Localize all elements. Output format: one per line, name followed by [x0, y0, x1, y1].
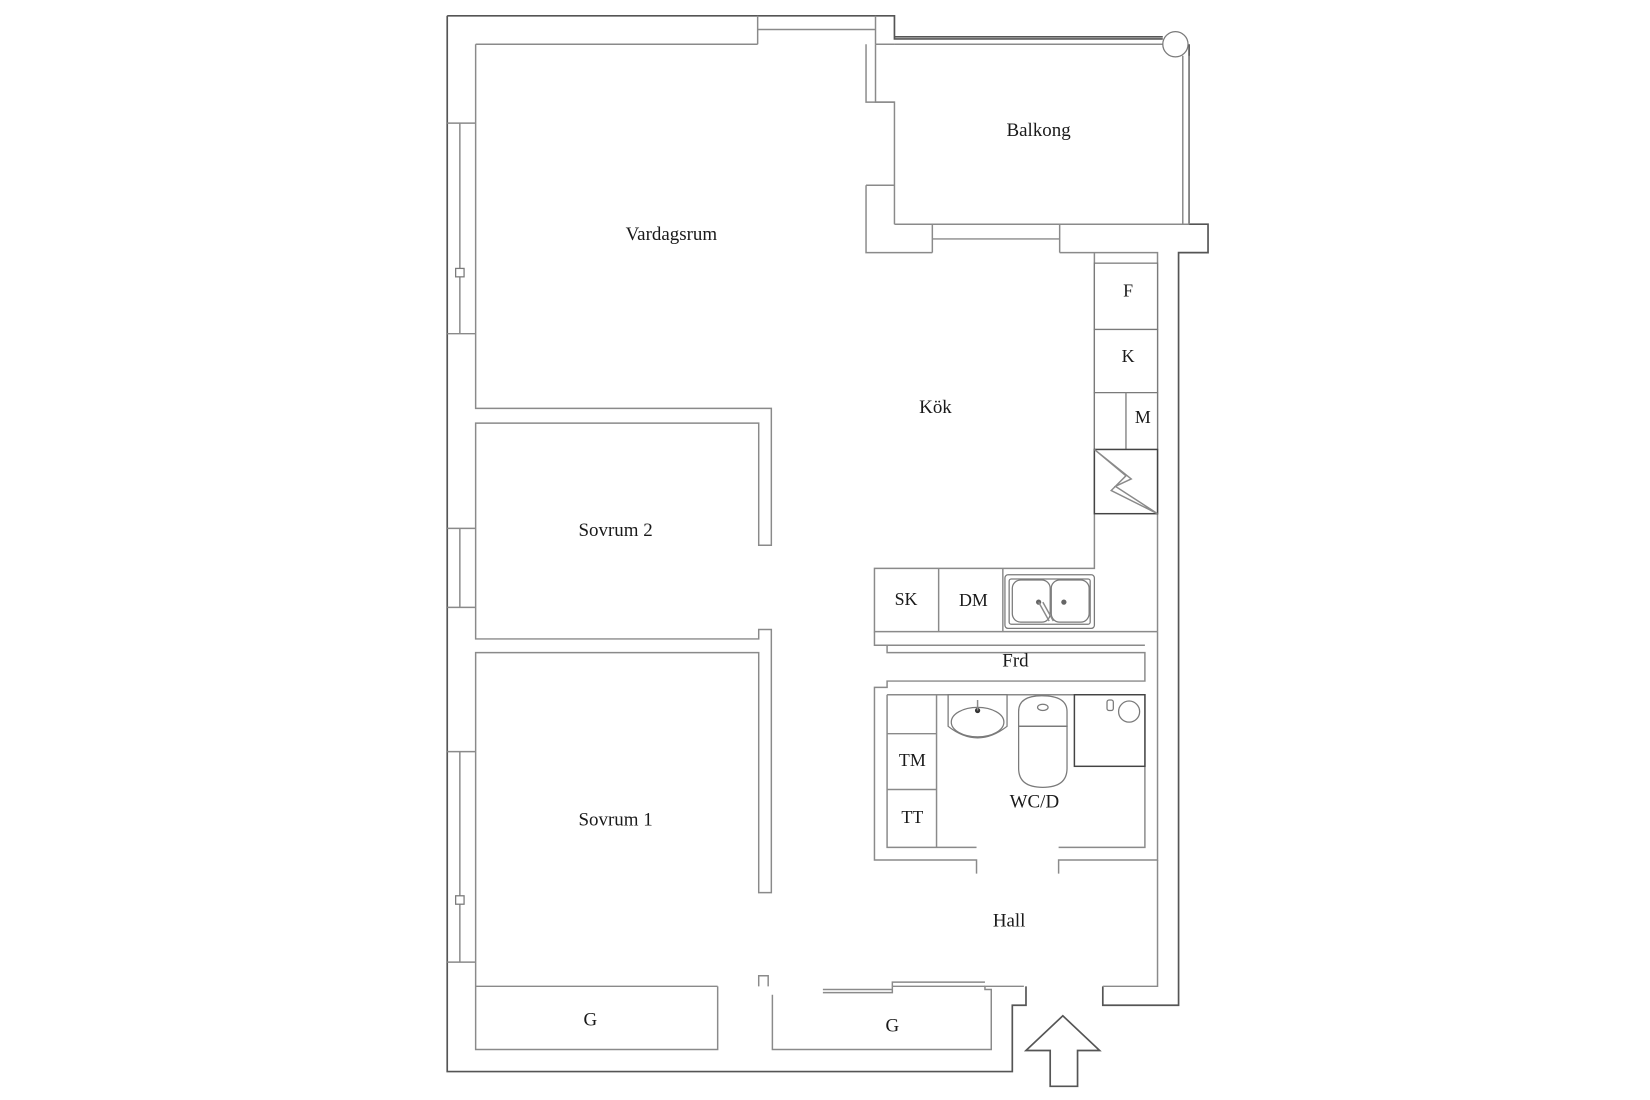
fixture-label-washer: TM — [899, 750, 926, 770]
hall-wardrobe — [822, 981, 985, 994]
balcony-railing — [894, 30, 1190, 225]
fixture-label-dryer: TT — [901, 807, 923, 827]
fixture-label-fridge: F — [1123, 281, 1133, 301]
room-label-sovrum1: Sovrum 1 — [579, 809, 653, 830]
outer-walls — [446, 14, 1209, 1073]
room-label-vardagsrum: Vardagsrum — [626, 224, 718, 245]
fixture-label-microwave: M — [1135, 407, 1151, 427]
frd-closet — [873, 631, 1146, 874]
fixture-label-freezer: K — [1122, 346, 1135, 366]
room-label-sovrum2: Sovrum 2 — [579, 520, 653, 541]
bathroom — [886, 693, 1146, 849]
room-label-frd: Frd — [1002, 650, 1029, 671]
room-label-kok: Kök — [919, 397, 952, 418]
kitchen-sink — [1004, 574, 1096, 630]
room-label-garderob-1: G — [583, 1009, 597, 1030]
room-label-balkong: Balkong — [1007, 120, 1072, 141]
room-label-hall: Hall — [993, 910, 1026, 931]
fridge — [1093, 262, 1159, 331]
kitchen-units — [873, 252, 1159, 633]
freezer — [1093, 328, 1159, 394]
fixture-label-dishcabinet: SK — [895, 589, 918, 609]
fixture-label-dishwasher: DM — [959, 590, 988, 610]
room-label-garderob-2: G — [886, 1016, 900, 1037]
entrance-arrow-icon — [1023, 1014, 1102, 1088]
room-label-wcd: WC/D — [1010, 791, 1059, 812]
